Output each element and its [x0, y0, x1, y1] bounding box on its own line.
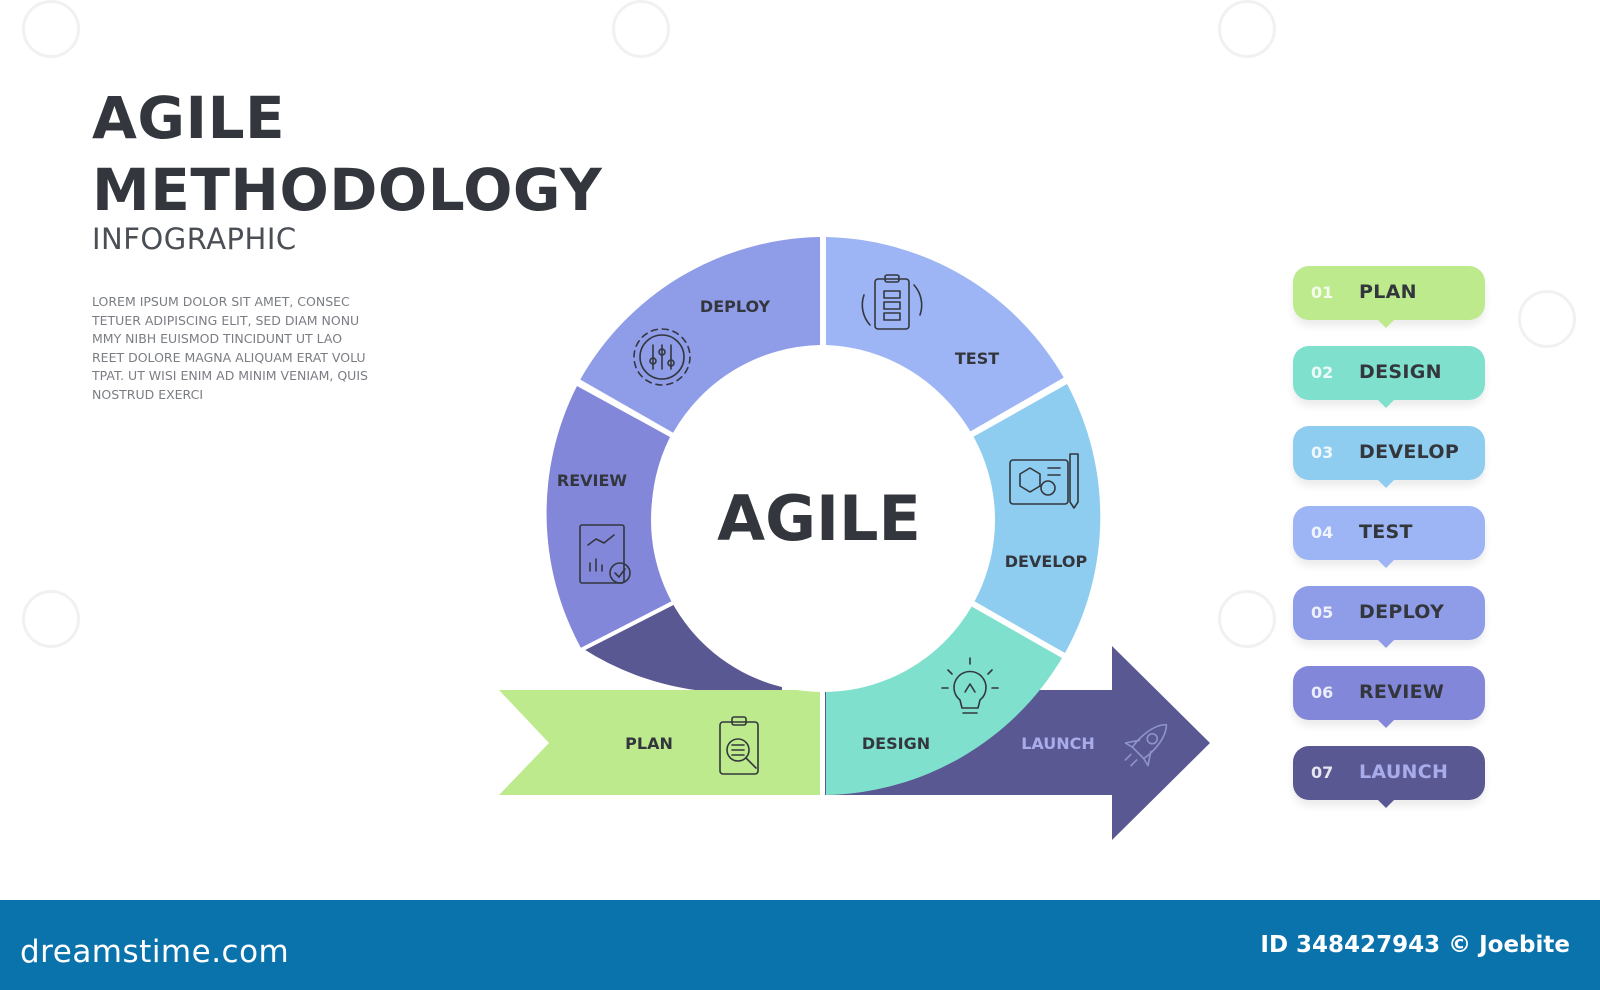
footer-brand[interactable]: dreamstime.com: [20, 934, 290, 970]
legend-label: DEPLOY: [1359, 601, 1445, 623]
legend-label: LAUNCH: [1359, 761, 1449, 783]
legend-number: 04: [1311, 523, 1334, 542]
footer-bar: dreamstime.com ID 348427943 © Joebite: [0, 900, 1600, 990]
center-label: AGILE: [717, 482, 921, 555]
body-line: TPAT. UT WISI ENIM AD MINIM VENIAM, QUIS: [92, 368, 368, 383]
legend-tail: [1377, 799, 1395, 808]
legend-number: 07: [1311, 763, 1334, 782]
watermark-mark: [22, 590, 80, 648]
segment-separators: [576, 232, 1068, 797]
watermark-mark: [1218, 590, 1276, 648]
page-title: AGILE METHODOLOGY: [92, 82, 602, 226]
legend-number: 02: [1311, 363, 1334, 382]
legend-item-launch[interactable]: 07 LAUNCH: [1293, 746, 1485, 808]
legend-item-review[interactable]: 06 REVIEW: [1293, 666, 1485, 728]
legend-tail: [1377, 719, 1395, 728]
rocket-icon: [1124, 723, 1168, 767]
clipboard-search-icon: [719, 716, 759, 775]
body-line: LOREM IPSUM DOLOR SIT AMET, CONSEC: [92, 294, 350, 309]
footer-image-id: ID 348427943 © Joebite: [1260, 932, 1570, 958]
segment-label-launch: LAUNCH: [1021, 734, 1095, 753]
legend-number: 03: [1311, 443, 1334, 462]
title-line-1: AGILE: [92, 84, 286, 152]
legend-label: DESIGN: [1359, 361, 1442, 383]
legend-label: REVIEW: [1359, 681, 1445, 703]
legend-item-test[interactable]: 04 TEST: [1293, 506, 1485, 568]
legend: 01 PLAN 02 DESIGN 03 DEVELOP 04 TEST 05 …: [1293, 266, 1485, 826]
legend-item-deploy[interactable]: 05 DEPLOY: [1293, 586, 1485, 648]
segment-design[interactable]: [826, 605, 1062, 795]
segment-test[interactable]: [826, 237, 1064, 432]
segment-label-deploy: DEPLOY: [700, 297, 771, 316]
agile-cycle-diagram: AGILE DEPLOY TEST DEVELOP REVIEW PLAN DE…: [499, 232, 1210, 840]
segment-label-review: REVIEW: [557, 471, 628, 490]
body-text: LOREM IPSUM DOLOR SIT AMET, CONSEC TETUE…: [92, 293, 412, 404]
blueprint-icon: [1009, 453, 1079, 509]
body-line: MMY NIBH EUISMOD TINCIDUNT UT LAO: [92, 331, 343, 346]
legend-number: 05: [1311, 603, 1334, 622]
segment-label-develop: DEVELOP: [1005, 552, 1088, 571]
center-circle: [651, 348, 995, 692]
report-check-icon: [579, 524, 631, 584]
segment-review[interactable]: [546, 386, 674, 648]
watermark-mark: [1518, 290, 1576, 348]
legend-label: DEVELOP: [1359, 441, 1460, 463]
legend-tail: [1377, 559, 1395, 568]
legend-label: PLAN: [1359, 281, 1417, 303]
legend-tail: [1377, 639, 1395, 648]
segment-label-test: TEST: [955, 349, 999, 368]
legend-number: 06: [1311, 683, 1334, 702]
cycle-checklist-icon: [861, 274, 923, 330]
body-line: NOSTRUD EXERCI: [92, 386, 204, 402]
segment-develop[interactable]: [972, 384, 1101, 653]
page-subtitle: INFOGRAPHIC: [92, 222, 297, 256]
legend-item-plan[interactable]: 01 PLAN: [1293, 266, 1485, 328]
legend-item-design[interactable]: 02 DESIGN: [1293, 346, 1485, 408]
title-line-2: METHODOLOGY: [92, 156, 603, 224]
segment-label-plan: PLAN: [625, 734, 673, 753]
legend-label: TEST: [1359, 521, 1413, 543]
legend-item-develop[interactable]: 03 DEVELOP: [1293, 426, 1485, 488]
lightbulb-icon: [941, 657, 999, 714]
legend-number: 01: [1311, 283, 1334, 302]
watermark-mark: [22, 0, 80, 58]
legend-tail: [1377, 319, 1395, 328]
legend-tail: [1377, 399, 1395, 408]
segment-deploy[interactable]: [580, 237, 820, 433]
body-line: TETUER ADIPISCING ELIT, SED DIAM NONU: [92, 312, 360, 328]
watermark-mark: [612, 0, 670, 58]
watermark-mark: [1218, 0, 1276, 58]
gear-sliders-icon: [633, 328, 691, 386]
legend-tail: [1377, 479, 1395, 488]
body-line: REET DOLORE MAGNA ALIQUAM ERAT VOLU: [92, 349, 366, 365]
segment-label-design: DESIGN: [862, 734, 930, 753]
